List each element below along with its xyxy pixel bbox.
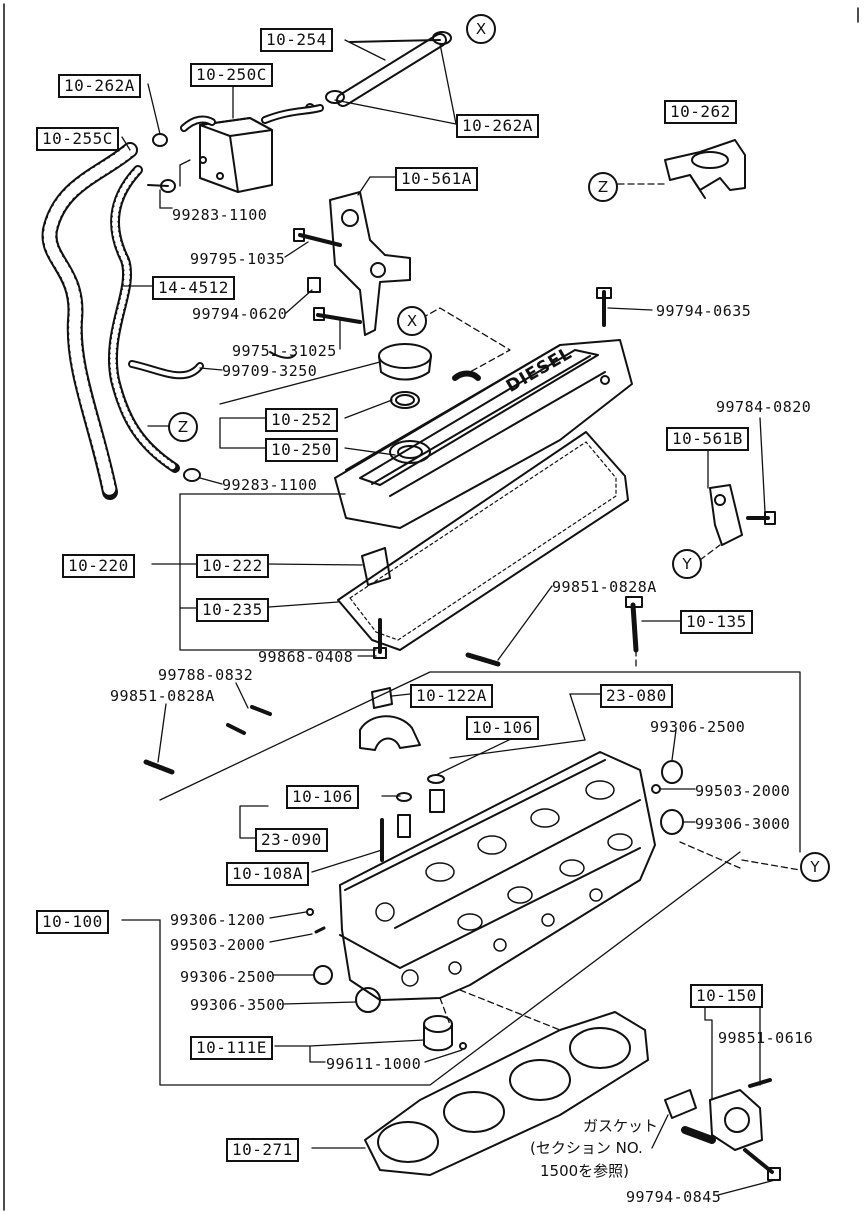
gasket-note-line3: 1500を参照) [540, 1162, 630, 1180]
callout-10-222: 10-222 [196, 554, 269, 578]
callout-10-111e: 10-111E [190, 1036, 273, 1060]
part-99851-0616: 99851-0616 [718, 1029, 814, 1047]
callout-23-090: 23-090 [255, 828, 328, 852]
callout-10-100: 10-100 [36, 910, 109, 934]
part-99503-2000-left: 99503-2000 [170, 936, 266, 954]
part-99306-2500-left: 99306-2500 [180, 968, 276, 986]
oil-filler-cap [378, 343, 432, 409]
callout-10-254: 10-254 [260, 28, 333, 52]
part-99283-1100-lower: 99283-1100 [222, 476, 318, 494]
ref-marker-z-right: Z [588, 172, 618, 202]
head-cover-gasket [337, 431, 629, 651]
bracket-10-561b [709, 484, 776, 546]
part-99868-0408: 99868-0408 [258, 648, 354, 666]
part-99306-1200: 99306-1200 [170, 911, 266, 929]
callout-10-271: 10-271 [226, 1138, 299, 1162]
part-99794-0635: 99794-0635 [656, 302, 752, 320]
water-outlet [664, 1078, 781, 1181]
callout-23-080: 23-080 [600, 684, 673, 708]
callout-10-106-upper: 10-106 [466, 716, 539, 740]
ref-marker-x-middle: X [397, 306, 427, 336]
part-99788-0832: 99788-0832 [158, 666, 254, 684]
bracket-10-262 [664, 139, 746, 199]
ref-marker-y-right: Y [672, 549, 702, 579]
callout-10-150: 10-150 [690, 984, 763, 1008]
ref-marker-x-top: X [466, 14, 496, 44]
cylinder-head-cover [334, 339, 633, 529]
part-99306-3000: 99306-3000 [695, 815, 791, 833]
part-99795-1035: 99795-1035 [190, 250, 286, 268]
part-99283-1100-upper: 99283-1100 [172, 206, 268, 224]
part-99794-0620: 99794-0620 [192, 305, 288, 323]
oil-separator [180, 104, 324, 193]
bracket-10-561a [329, 191, 411, 336]
cylinder-head-gasket [364, 1011, 649, 1176]
gasket-note-line1: ガスケット [583, 1117, 659, 1135]
callout-10-561a: 10-561A [395, 167, 478, 191]
callout-10-122a: 10-122A [410, 684, 493, 708]
callout-10-220: 10-220 [62, 554, 135, 578]
part-99306-2500-right: 99306-2500 [650, 718, 746, 736]
callout-10-135: 10-135 [680, 610, 753, 634]
callout-10-235: 10-235 [196, 598, 269, 622]
callout-10-106-lower: 10-106 [286, 785, 359, 809]
callout-10-262: 10-262 [664, 100, 737, 124]
callout-10-252: 10-252 [265, 408, 338, 432]
callout-10-255c: 10-255C [36, 127, 119, 151]
callout-10-250c: 10-250C [190, 63, 273, 87]
ref-marker-y-lower: Y [800, 852, 830, 882]
ref-marker-z-left: Z [168, 412, 198, 442]
cylinder-head [339, 751, 656, 1001]
part-99751-31025: 99751-31025 [232, 342, 337, 360]
part-99794-0845: 99794-0845 [626, 1188, 722, 1206]
part-99709-3250: 99709-3250 [222, 362, 318, 380]
callout-10-262a-left: 10-262A [58, 74, 141, 98]
part-99306-3500: 99306-3500 [190, 996, 286, 1014]
breather-hose-upper [336, 33, 447, 107]
part-99851-0828a-upper: 99851-0828A [552, 578, 657, 596]
part-99851-0828a-left: 99851-0828A [110, 687, 215, 705]
part-99611-1000: 99611-1000 [326, 1055, 422, 1073]
part-99784-0820: 99784-0820 [716, 398, 812, 416]
callout-14-4512: 14-4512 [152, 276, 235, 300]
callout-10-250: 10-250 [265, 438, 338, 462]
callout-10-262a-right: 10-262A [456, 114, 539, 138]
callout-10-561b: 10-561B [666, 427, 749, 451]
part-99503-2000-right: 99503-2000 [695, 782, 791, 800]
hose-14-4512 [107, 165, 180, 473]
hose-10-255c [41, 142, 138, 500]
callout-10-108a: 10-108A [226, 862, 309, 886]
gasket-note-line2: (セクション NO. [530, 1139, 643, 1157]
